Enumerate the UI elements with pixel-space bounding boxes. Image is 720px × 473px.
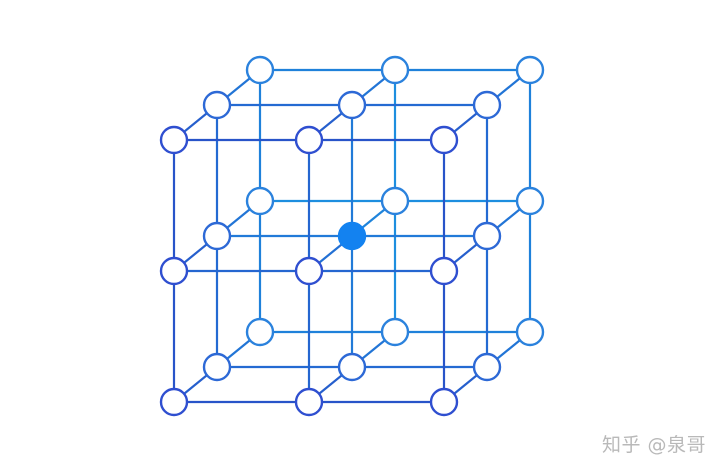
lattice-node bbox=[515, 317, 545, 347]
watermark-zhihu: 知乎 @泉哥 bbox=[601, 434, 706, 456]
lattice-node bbox=[515, 55, 545, 85]
lattice-node-center-highlighted bbox=[337, 221, 367, 251]
lattice-node bbox=[429, 256, 459, 286]
lattice-node bbox=[429, 387, 459, 417]
lattice-node bbox=[245, 317, 275, 347]
lattice-node bbox=[472, 221, 502, 251]
lattice-node bbox=[202, 221, 232, 251]
lattice-node bbox=[337, 90, 367, 120]
lattice-node bbox=[159, 256, 189, 286]
lattice-node bbox=[380, 55, 410, 85]
lattice-node bbox=[245, 55, 275, 85]
lattice-node bbox=[337, 352, 367, 382]
lattice-node bbox=[294, 387, 324, 417]
lattice-node bbox=[429, 125, 459, 155]
lattice-node bbox=[380, 317, 410, 347]
lattice-node bbox=[380, 186, 410, 216]
lattice-node bbox=[202, 90, 232, 120]
lattice-node bbox=[159, 387, 189, 417]
lattice-node bbox=[472, 90, 502, 120]
lattice-node bbox=[245, 186, 275, 216]
lattice-nodes bbox=[159, 55, 545, 417]
lattice-node bbox=[294, 125, 324, 155]
lattice-node bbox=[472, 352, 502, 382]
lattice-node bbox=[515, 186, 545, 216]
lattice-node bbox=[294, 256, 324, 286]
lattice-node bbox=[159, 125, 189, 155]
lattice-node bbox=[202, 352, 232, 382]
